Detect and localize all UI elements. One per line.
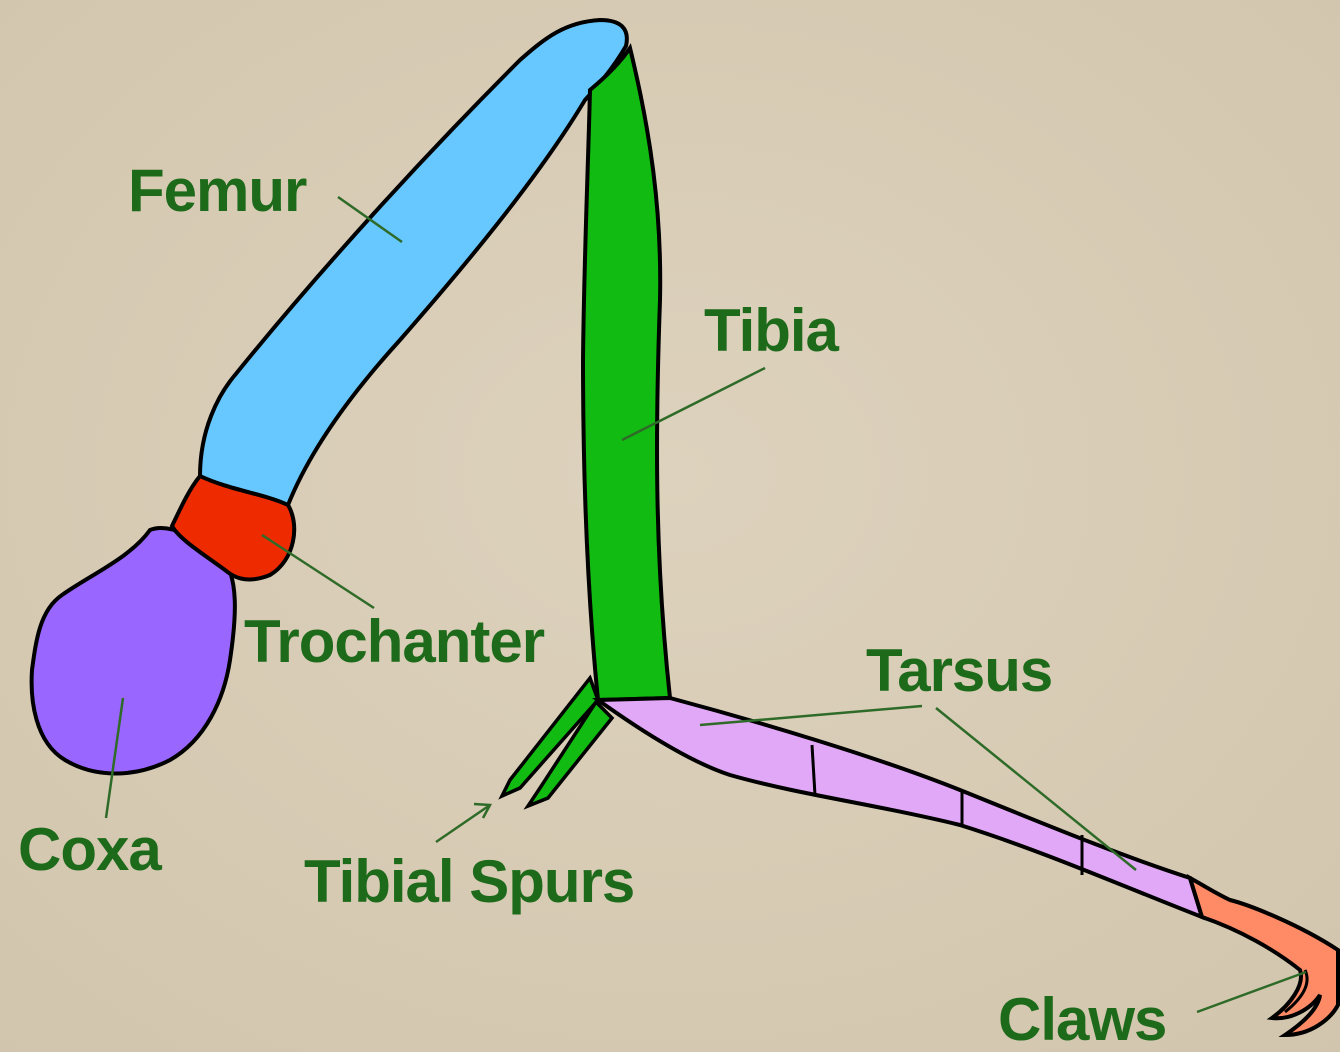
claws-label: Claws	[998, 986, 1166, 1052]
femur-label: Femur	[128, 157, 307, 224]
tibia-label: Tibia	[704, 297, 840, 364]
tarsus-label: Tarsus	[866, 637, 1052, 704]
coxa-label: Coxa	[18, 816, 162, 883]
trochanter-label: Trochanter	[244, 608, 545, 675]
tibial-spurs-label: Tibial Spurs	[304, 848, 634, 915]
